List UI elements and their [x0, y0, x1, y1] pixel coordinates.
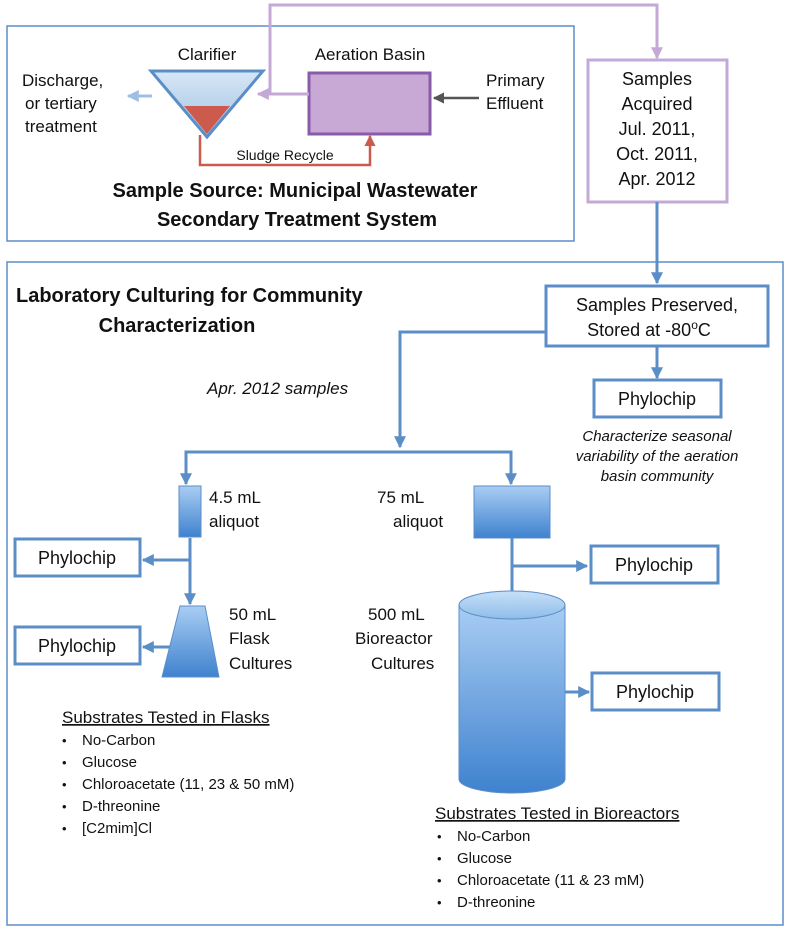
large-aliquot-tube	[473, 485, 551, 539]
flask-substrate-item: [C2mim]Cl	[82, 820, 152, 837]
preserved-to-split-arrow	[394, 330, 546, 449]
bioreactor-substrate-item: Chloroacetate (11 & 23 mM)	[457, 872, 644, 889]
phylochip-box-large-aliquot	[589, 544, 720, 585]
flask-substrate-item: Chloroacetate (11, 23 & 50 mM)	[82, 776, 294, 793]
bullet: •	[62, 777, 67, 792]
bioreactor-substrates-heading: Substrates Tested in Bioreactors	[435, 804, 679, 823]
phylochip-label-seasonal: Phylochip	[618, 389, 696, 409]
bioreactor-substrate-item: No-Carbon	[457, 828, 530, 845]
bioreactor-label-1: 500 mL	[368, 605, 425, 624]
sample-transfer-arrow	[268, 3, 663, 94]
sample-source-title-1: Sample Source: Municipal Wastewater	[113, 180, 478, 202]
aeration-basin	[307, 71, 432, 136]
small-aliquot-label-1: 4.5 mL	[209, 488, 261, 507]
clarifier-sludge	[184, 106, 230, 134]
bioreactor-vessel	[458, 590, 566, 794]
bullet: •	[62, 733, 67, 748]
samples-acquired-line-5: Apr. 2012	[618, 169, 695, 189]
small-aliquot-label-2: aliquot	[209, 512, 259, 531]
bullet: •	[437, 895, 442, 910]
clarifier-label: Clarifier	[178, 45, 237, 64]
flask-substrate-item: D-threonine	[82, 798, 160, 815]
bullet: •	[62, 799, 67, 814]
lab-culturing-panel	[6, 261, 784, 926]
sludge-recycle-label: Sludge Recycle	[236, 147, 333, 163]
large-aliquot-label-2: aliquot	[393, 512, 443, 531]
primary-effluent-label-2: Effluent	[486, 94, 544, 113]
samples-acquired-line-2: Acquired	[621, 94, 692, 114]
phylochip-box-bioreactor	[590, 671, 721, 712]
bullet: •	[437, 829, 442, 844]
lab-title-2: Characterization	[99, 315, 256, 337]
samples-acquired-line-1: Samples	[622, 69, 692, 89]
phylochip-label-small-aliquot: Phylochip	[38, 548, 116, 568]
phylochip-label-large-aliquot: Phylochip	[615, 555, 693, 575]
samples-preserved-line-1: Samples Preserved,	[576, 295, 738, 315]
flask-label-2: Flask	[229, 629, 270, 648]
flask-substrate-item: Glucose	[82, 754, 137, 771]
split-to-large-aliquot-arrow	[400, 450, 517, 486]
clarifier-tank	[147, 69, 267, 140]
bullet: •	[437, 873, 442, 888]
flask-substrate-item: No-Carbon	[82, 732, 155, 749]
seasonal-note-3: basin community	[601, 468, 715, 485]
phylochip-label-bioreactor: Phylochip	[616, 682, 694, 702]
large-aliquot-label-1: 75 mL	[377, 488, 424, 507]
discharge-label-3: treatment	[25, 117, 97, 136]
bioreactor-substrate-item: D-threonine	[457, 894, 535, 911]
bioreactor-substrate-item: Glucose	[457, 850, 512, 867]
phylochip-box-small-aliquot	[13, 537, 142, 578]
flask-label-1: 50 mL	[229, 605, 276, 624]
samples-acquired-line-3: Jul. 2011,	[619, 119, 696, 139]
bullet: •	[62, 821, 67, 836]
bioreactor-substrates-list: • No-Carbon • Glucose • Chloroacetate (1…	[437, 828, 644, 911]
phylochip-box-seasonal	[592, 378, 723, 419]
lab-title-1: Laboratory Culturing for Community	[16, 285, 364, 307]
apr-samples-label: Apr. 2012 samples	[206, 379, 349, 398]
sludge-recycle-arrow	[198, 134, 376, 167]
sample-source-panel	[6, 25, 575, 242]
bullet: •	[437, 851, 442, 866]
flask-substrates-heading: Substrates Tested in Flasks	[62, 708, 270, 727]
primary-effluent-label-1: Primary	[486, 71, 545, 90]
flask-label-3: Cultures	[229, 654, 292, 673]
samples-acquired-line-4: Oct. 2011,	[616, 144, 698, 164]
aeration-basin-label: Aeration Basin	[315, 45, 426, 64]
samples-preserved-line-2: Stored at -80oC	[587, 318, 711, 340]
phylochip-box-flask	[13, 625, 142, 666]
discharge-label-2: or tertiary	[25, 94, 97, 113]
small-aliquot-tube	[178, 485, 202, 538]
flask-culture-vessel	[161, 605, 220, 678]
flask-substrates-list: • No-Carbon • Glucose • Chloroacetate (1…	[62, 732, 294, 837]
seasonal-note-2: variability of the aeration	[576, 448, 739, 465]
bioreactor-label-3: Cultures	[371, 654, 434, 673]
bullet: •	[62, 755, 67, 770]
split-to-small-aliquot-arrow	[180, 450, 400, 486]
bioreactor-label-2: Bioreactor	[355, 629, 433, 648]
sample-source-title-2: Secondary Treatment System	[157, 209, 437, 231]
seasonal-note-1: Characterize seasonal	[582, 428, 732, 445]
phylochip-label-flask: Phylochip	[38, 636, 116, 656]
discharge-label-1: Discharge,	[22, 71, 103, 90]
